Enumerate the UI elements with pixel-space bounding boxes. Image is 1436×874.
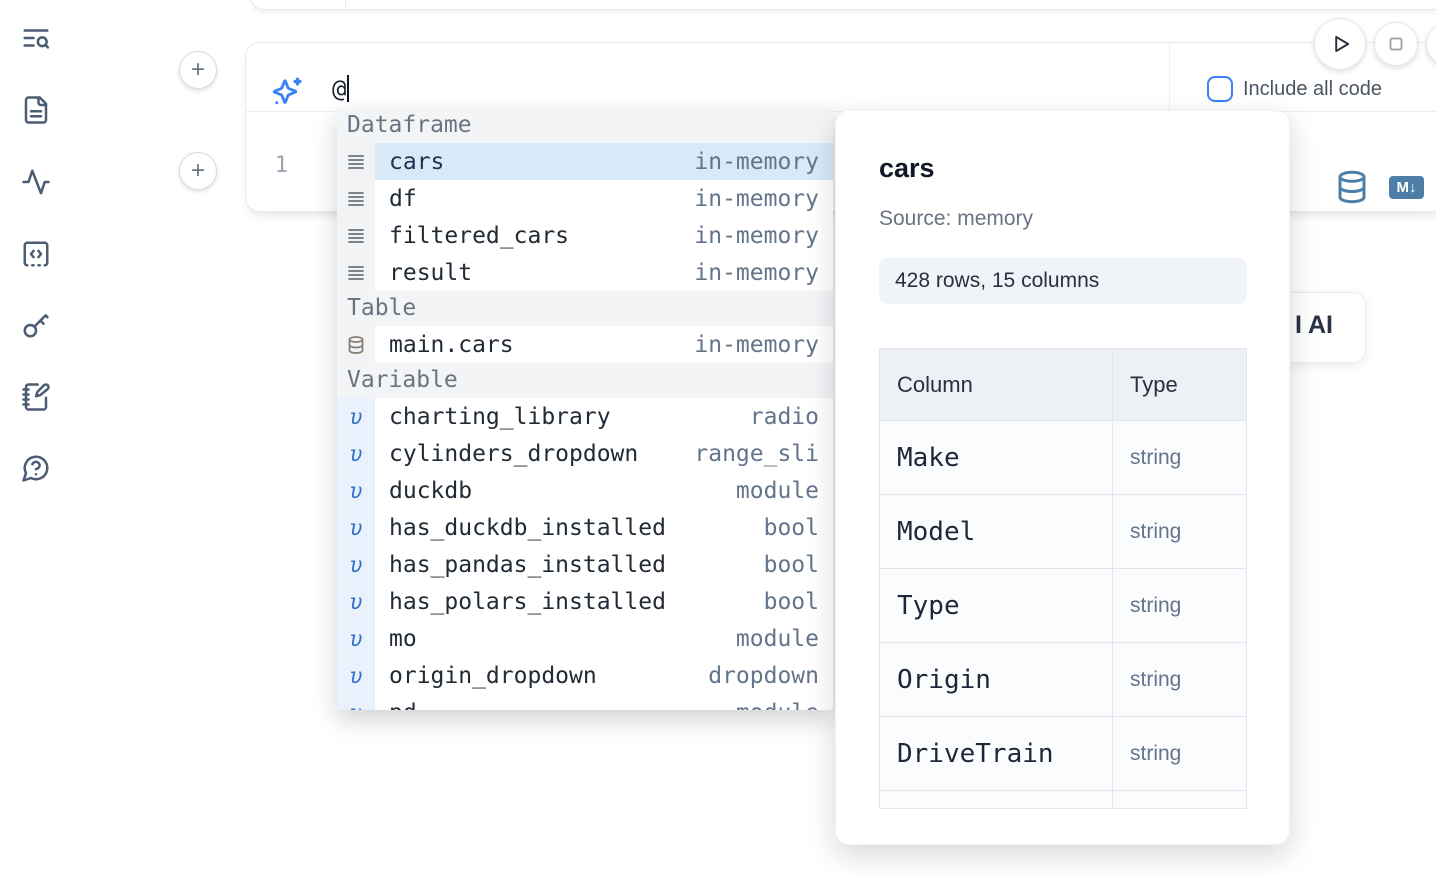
dataframe-icon: [337, 180, 375, 217]
autocomplete-section-header: Dataframe: [337, 108, 833, 143]
variable-icon: υ: [337, 620, 375, 657]
include-all-code-label: Include all code: [1243, 77, 1382, 100]
schema-row: Origin string: [880, 642, 1246, 716]
preview-source: Source: memory: [879, 207, 1034, 230]
ai-input-divider: [1169, 43, 1170, 111]
activity-icon[interactable]: [21, 167, 51, 197]
previous-cell-edge: [250, 0, 1436, 10]
schema-table-header: Column Type: [880, 349, 1246, 420]
preview-title: cars: [879, 153, 935, 183]
add-cell-below-button[interactable]: +: [179, 152, 217, 190]
sparkles-icon: [272, 77, 302, 105]
autocomplete-section-header: Table: [337, 291, 833, 326]
convert-to-markdown-icon[interactable]: M↓: [1389, 176, 1424, 199]
dataframe-icon: [337, 217, 375, 254]
dataframe-icon: [337, 254, 375, 291]
helper-sidebar: [0, 0, 70, 874]
variable-icon: υ: [337, 509, 375, 546]
dataframe-preview-panel: cars Source: memory 428 rows, 15 columns…: [835, 110, 1290, 845]
text-search-icon[interactable]: [21, 23, 51, 53]
variable-icon: υ: [337, 435, 375, 472]
variable-icon: υ: [337, 472, 375, 509]
variable-icon: υ: [337, 546, 375, 583]
help-chat-icon[interactable]: [21, 453, 51, 483]
convert-to-sql-database-icon[interactable]: [1334, 169, 1370, 205]
variable-icon: υ: [337, 657, 375, 694]
key-icon[interactable]: [21, 310, 51, 340]
variable-icon: υ: [337, 583, 375, 620]
file-text-icon[interactable]: [21, 95, 51, 125]
include-all-code-checkbox[interactable]: [1207, 76, 1233, 102]
autocomplete-section-header: Variable: [337, 363, 833, 398]
column-header: Column: [880, 349, 1113, 420]
type-header: Type: [1130, 371, 1178, 397]
table-database-icon: [337, 326, 375, 363]
run-cell-button[interactable]: [1314, 18, 1366, 70]
stop-kernel-button[interactable]: [1374, 22, 1418, 66]
ai-button-label: I AI: [1295, 311, 1333, 339]
code-snippet-icon[interactable]: [21, 239, 51, 269]
dataframe-icon: [337, 143, 375, 180]
schema-row: DriveTrain string: [880, 716, 1246, 790]
schema-row: Model string: [880, 494, 1246, 568]
autocomplete-item-pd-clipped[interactable]: υ pdmodule: [337, 694, 833, 710]
row-count-badge: 428 rows, 15 columns: [879, 258, 1247, 304]
add-cell-above-button[interactable]: +: [179, 51, 217, 89]
variable-icon: υ: [337, 398, 375, 435]
schema-row-clipped: [880, 790, 1246, 808]
play-icon: [1335, 35, 1350, 53]
schema-row: Type string: [880, 568, 1246, 642]
schema-table: Column Type Make string Model string Typ…: [879, 348, 1247, 809]
ai-prompt-input[interactable]: @: [332, 75, 350, 103]
notebook-pen-icon[interactable]: [21, 382, 51, 412]
variable-icon: υ: [337, 694, 375, 710]
stop-icon: [1389, 37, 1403, 51]
text-cursor: [347, 75, 350, 102]
line-number: 1: [274, 153, 288, 178]
schema-row: Make string: [880, 420, 1246, 494]
prev-cell-divider: [345, 0, 346, 9]
